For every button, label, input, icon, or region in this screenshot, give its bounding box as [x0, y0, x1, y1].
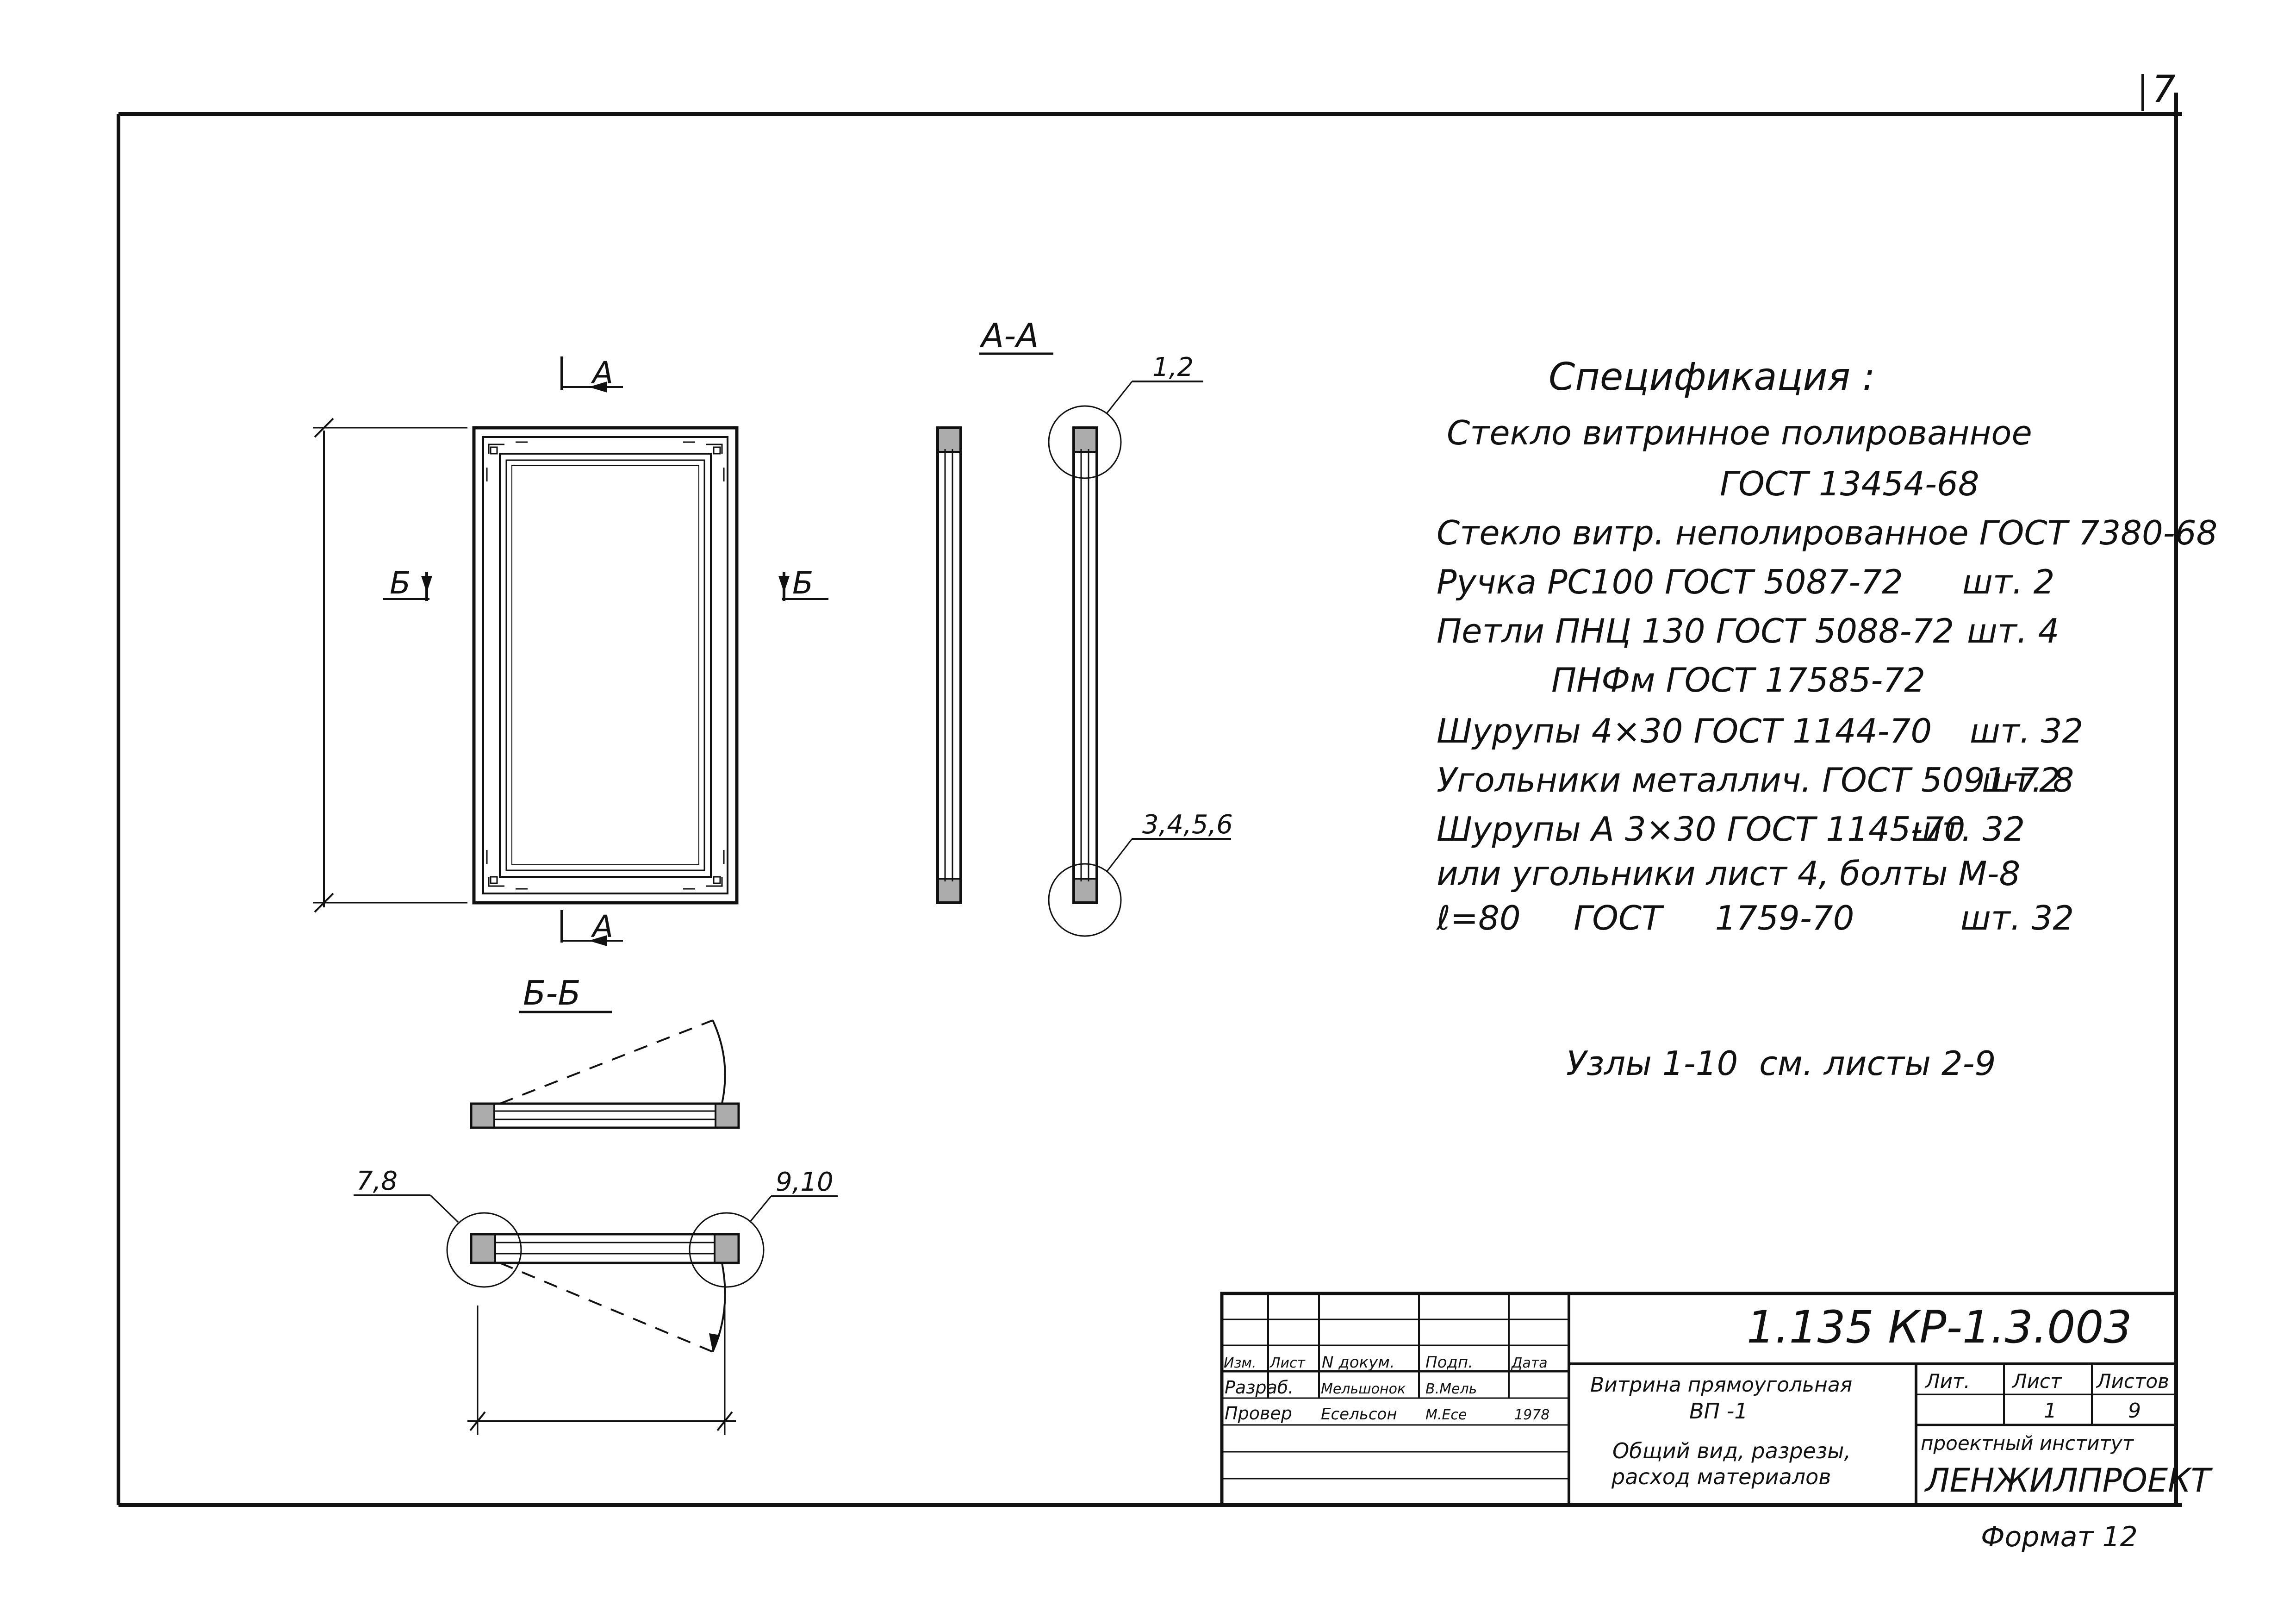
spec-qty-hinges: шт. 4 [1967, 612, 2059, 650]
row-checker-date: 1978 [1514, 1407, 1549, 1423]
org-name: ЛЕНЖИЛПРОЕКТ [1924, 1462, 2213, 1499]
cut-label-b-left: Б [390, 565, 411, 601]
section-bb-title: Б-Б [523, 974, 581, 1012]
cut-label-a-bottom: А [591, 909, 613, 944]
row-developer-signature: В.Мель [1425, 1381, 1477, 1397]
spec-line-8: Угольники металлич. ГОСТ 5091-72 [1437, 761, 2060, 800]
callout-9-10: 9,10 [776, 1167, 834, 1197]
nodes-note: Узлы 1-10 см. листы 2-9 [1566, 1044, 1996, 1083]
front-view [313, 356, 828, 946]
spec-title: Спецификация : [1549, 355, 1875, 399]
callout-7-8: 7,8 [356, 1166, 398, 1196]
row-developer-name: Мельшонок [1321, 1381, 1406, 1397]
desc-line-3: Общий вид, разрезы, [1612, 1438, 1851, 1463]
desc-line-2: ВП -1 [1689, 1399, 1748, 1424]
hdr-data: Дата [1511, 1355, 1548, 1371]
callout-3-6: 3,4,5,6 [1142, 810, 1233, 840]
spec-line-7: Шурупы 4×30 ГОСТ 1144-70 [1437, 712, 1932, 750]
spec-line-10: или угольники лист 4, болты М-8 [1437, 854, 2020, 893]
spec-line-9: Шурупы А 3×30 ГОСТ 1145-70 [1437, 810, 1965, 849]
spec-line-5: Петли ПНЦ 130 ГОСТ 5088-72 [1437, 612, 1954, 650]
row-checker-signature: М.Есе [1425, 1407, 1467, 1423]
hdr-list: Лист [1269, 1355, 1306, 1371]
lit-label: Лит. [1924, 1370, 1970, 1393]
callout-1-2: 1,2 [1152, 352, 1194, 382]
spec-qty-screws1: шт. 32 [1970, 712, 2083, 750]
row-developer-role: Разраб. [1225, 1377, 1294, 1398]
org-caption: проектный институт [1921, 1432, 2134, 1455]
hdr-izm: Изм. [1224, 1355, 1257, 1371]
cut-label-a-top: А [591, 355, 613, 391]
spec-line-6: ПНФм ГОСТ 17585-72 [1551, 661, 1925, 700]
spec-line-4: Ручка РС100 ГОСТ 5087-72 [1437, 562, 1903, 601]
spec-line-1: Стекло витринное полированное [1447, 413, 2032, 452]
section-aa-drawing [936, 381, 1231, 937]
sheets-label: Листов [2096, 1370, 2169, 1393]
desc-line-1: Витрина прямоугольная [1590, 1373, 1852, 1397]
spec-line-11: ℓ=80 ГОСТ 1759-70 [1436, 899, 1854, 937]
spec-qty-screws2: шт. 32 [1911, 810, 2025, 849]
sheet-frame [117, 74, 2182, 1507]
section-bb-drawing [354, 1019, 838, 1435]
spec-qty-handle: шт. 2 [1962, 562, 2054, 601]
sheet-label: Лист [2011, 1370, 2062, 1393]
sheet-corner-number: 7 [2152, 68, 2176, 111]
specification: Спецификация : Стекло витринное полирова… [1436, 355, 2217, 1083]
spec-line-3: Стекло витр. неполированное ГОСТ 7380-68 [1437, 513, 2217, 552]
title-block [1220, 1292, 2178, 1507]
cut-label-b-right: Б [792, 565, 813, 601]
doc-number: 1.135 КР-1.3.003 [1747, 1301, 2132, 1353]
format-label: Формат 12 [1981, 1521, 2138, 1553]
sheet-value: 1 [2044, 1399, 2057, 1423]
spec-qty-bolts: шт. 32 [1960, 899, 2074, 937]
spec-qty-angles: шт. 8 [1982, 761, 2074, 800]
hdr-ndok: N докум. [1322, 1353, 1395, 1372]
sheets-value: 9 [2128, 1399, 2141, 1423]
hdr-podp: Подп. [1425, 1353, 1473, 1372]
spec-line-2: ГОСТ 13454-68 [1720, 464, 1979, 503]
section-aa-title: А-А [979, 316, 1039, 355]
row-checker-role: Провер [1225, 1403, 1292, 1424]
row-checker-name: Есельсон [1321, 1405, 1397, 1424]
desc-line-4: расход материалов [1611, 1464, 1831, 1489]
